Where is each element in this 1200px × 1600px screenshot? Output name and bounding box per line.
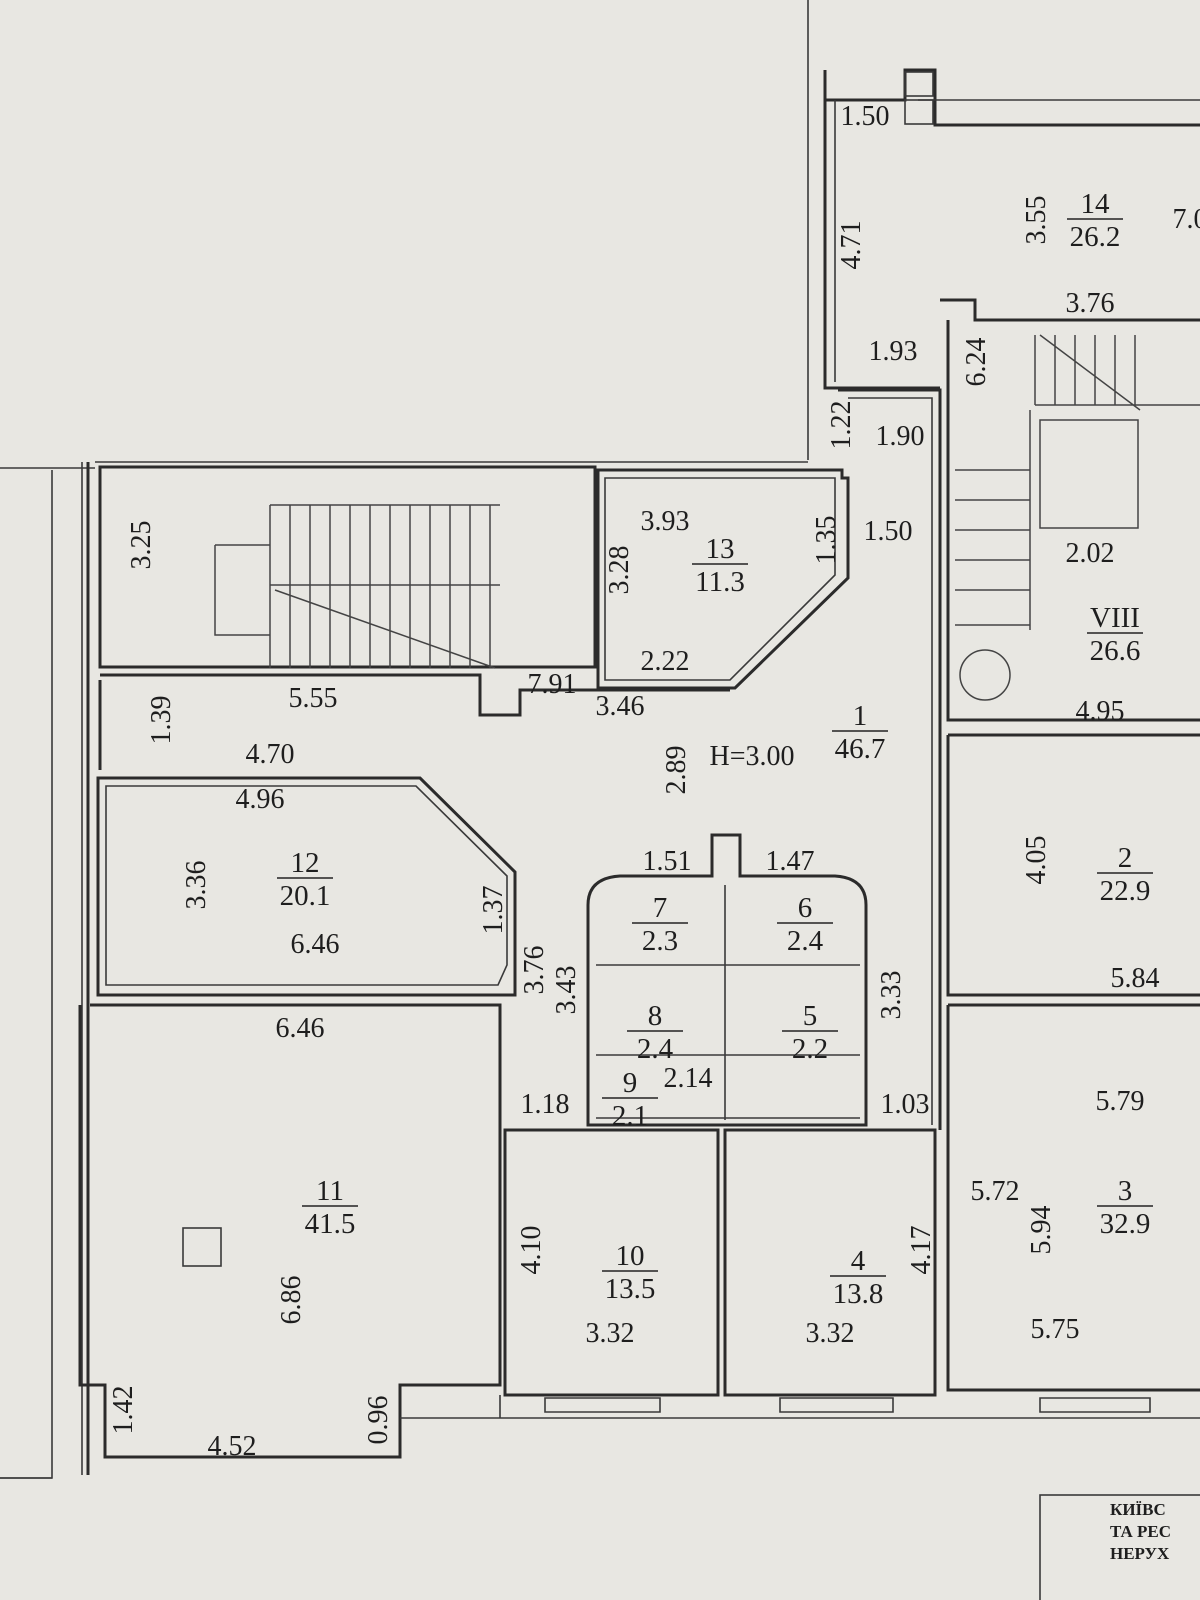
room-number: VIII — [1090, 602, 1140, 634]
dimension-label: 4.96 — [236, 784, 285, 815]
room-number: 4 — [851, 1245, 866, 1277]
dimension-label: 2.02 — [1066, 538, 1115, 569]
dimension-label: 1.37 — [478, 886, 509, 935]
dimension-label: 5.55 — [289, 683, 338, 714]
room-number: 7 — [653, 892, 668, 924]
dimension-label: 1.50 — [841, 101, 890, 132]
dimension-label: 3.76 — [519, 946, 550, 995]
room-number: 6 — [798, 892, 813, 924]
dimension-label: 7.0 — [1173, 204, 1200, 235]
dimension-label: 1.22 — [826, 401, 857, 450]
dimension-label: 1.93 — [869, 336, 918, 367]
dimension-label: 4.95 — [1076, 696, 1125, 727]
dimension-label: 4.70 — [246, 739, 295, 770]
dimension-label: 1.90 — [876, 421, 925, 452]
stamp-line-2: ТА РЕС — [1110, 1522, 1171, 1541]
room-area: 2.3 — [642, 925, 678, 957]
dimension-label: 4.17 — [906, 1226, 937, 1275]
dimension-label: 3.32 — [806, 1318, 855, 1349]
dimension-label: 1.35 — [811, 516, 842, 565]
room-number: 14 — [1081, 188, 1111, 220]
room-number: 2 — [1118, 842, 1133, 874]
dimension-label: 3.25 — [126, 521, 157, 570]
dimension-label: 5.72 — [971, 1176, 1020, 1207]
room-number: 12 — [291, 847, 320, 879]
room-number: 11 — [316, 1175, 344, 1207]
dimension-label: 1.47 — [766, 846, 815, 877]
room-area: 26.2 — [1070, 221, 1121, 253]
room-area: 26.6 — [1090, 635, 1141, 667]
dimension-label: 5.75 — [1031, 1314, 1080, 1345]
stamp-line-1: КИЇВС — [1110, 1500, 1166, 1519]
room-area: 2.4 — [787, 925, 824, 957]
dimension-label: 6.46 — [276, 1013, 325, 1044]
dimension-label: 5.84 — [1111, 963, 1160, 994]
room-area: 32.9 — [1100, 1208, 1151, 1240]
dimension-label: 2.22 — [641, 646, 690, 677]
dimension-label: 2.89 — [661, 746, 692, 795]
dimension-label: 1.03 — [881, 1089, 930, 1120]
dimension-label: 6.24 — [961, 338, 992, 387]
room-number: 5 — [803, 1000, 818, 1032]
dimension-label: 3.28 — [604, 546, 635, 595]
dimension-label: 3.32 — [586, 1318, 635, 1349]
dimension-label: 7.91 — [528, 669, 577, 700]
dimension-label: 6.86 — [276, 1276, 307, 1325]
room-area: 2.2 — [792, 1033, 828, 1065]
room-area: 20.1 — [280, 880, 331, 912]
room-area: 13.5 — [605, 1273, 656, 1305]
dimension-label: 4.71 — [836, 221, 867, 270]
dimension-label: 5.94 — [1026, 1206, 1057, 1255]
dimension-label: 4.10 — [516, 1226, 547, 1275]
room-number: 8 — [648, 1000, 663, 1032]
room-area: 2.1 — [612, 1100, 648, 1132]
dimension-label: 2.14 — [664, 1063, 713, 1094]
dimension-label: 3.93 — [641, 506, 690, 537]
room-area: 41.5 — [305, 1208, 356, 1240]
dimension-label: 4.05 — [1021, 836, 1052, 885]
room-number: 3 — [1118, 1175, 1133, 1207]
room-number: 1 — [853, 700, 868, 732]
dimension-label: 5.79 — [1096, 1086, 1145, 1117]
room-number: 10 — [616, 1240, 645, 1272]
dimension-label: 3.46 — [596, 691, 645, 722]
dimension-label: 1.18 — [521, 1089, 570, 1120]
dimension-label: 1.42 — [108, 1386, 139, 1435]
dimension-label: 4.52 — [208, 1431, 257, 1462]
room-number: 9 — [623, 1067, 638, 1099]
dimension-label: 3.76 — [1066, 288, 1115, 319]
room-number: 13 — [706, 533, 735, 565]
dimension-label: 3.43 — [551, 966, 582, 1015]
dimension-label: 3.55 — [1021, 196, 1052, 245]
dimension-label: 3.36 — [181, 861, 212, 910]
dimension-label: 1.50 — [864, 516, 913, 547]
room-area: 22.9 — [1100, 875, 1151, 907]
ceiling-height-label: H=3.00 — [709, 741, 794, 772]
dimension-label: 6.46 — [291, 929, 340, 960]
stairs — [214, 334, 1200, 701]
room-area: 46.7 — [835, 733, 886, 765]
room-area: 11.3 — [695, 566, 745, 598]
dimension-label: 0.96 — [363, 1396, 394, 1445]
stamp-line-3: НЕРУХ — [1110, 1544, 1170, 1563]
dimension-label: 1.51 — [643, 846, 692, 877]
room-area: 2.4 — [637, 1033, 674, 1065]
room-area: 13.8 — [833, 1278, 884, 1310]
dimension-label: 3.33 — [876, 971, 907, 1020]
dimension-label: 1.39 — [146, 696, 177, 745]
